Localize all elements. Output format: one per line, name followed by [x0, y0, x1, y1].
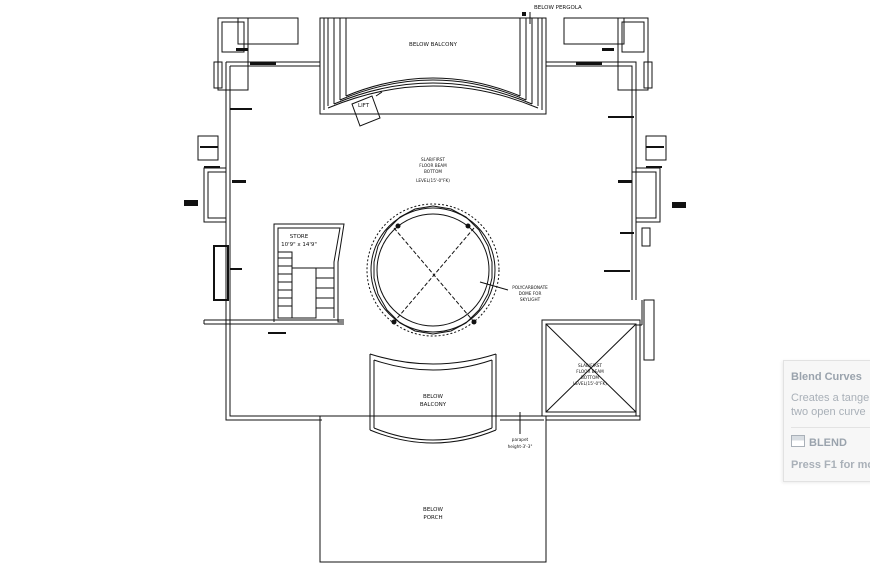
tooltip-help-hint: Press F1 for mo	[791, 459, 870, 471]
label-parapet-1: parapet	[512, 437, 529, 442]
label-porch-1: BELOW	[423, 507, 443, 513]
label-slab-right-4: LEVEL(15'-0"FK)	[573, 381, 607, 386]
label-store: STORE	[290, 234, 309, 240]
store-room	[203, 223, 345, 325]
bottom-balcony	[369, 353, 521, 444]
top-balcony	[319, 12, 547, 115]
right-slab	[541, 319, 641, 417]
label-porch-2: PORCH	[423, 515, 442, 521]
skylight-dome	[366, 203, 509, 337]
label-dome-1: POLYCARBONATE	[512, 285, 548, 290]
label-dome-2: DOME FOR	[519, 291, 542, 296]
label-below-balcony-top: BELOW BALCONY	[409, 42, 458, 48]
tooltip-command: BLEND	[791, 435, 847, 449]
label-parapet-2: height-3'-3"	[508, 444, 533, 449]
label-slab-right-3: BOTTOM	[581, 375, 599, 380]
tooltip-divider	[791, 427, 870, 428]
porch	[319, 415, 547, 563]
label-store-size: 10'9" x 14'9"	[281, 242, 317, 248]
tooltip-command-label: BLEND	[809, 437, 847, 449]
label-below-balcony-bottom-2: BALCONY	[420, 402, 447, 408]
label-dome-3: SKYLIGHT	[520, 297, 541, 302]
lift	[351, 91, 383, 127]
label-slab-center-3: BOTTOM	[424, 169, 442, 174]
tooltip-title: Blend Curves	[791, 371, 862, 383]
tooltip-description: Creates a tange two open curve	[791, 391, 870, 419]
blend-curves-tooltip: Blend Curves Creates a tange two open cu…	[783, 360, 870, 482]
label-below-balcony-bottom-1: BELOW	[423, 394, 443, 400]
label-slab-center-2: FLOOR BEAM	[419, 163, 447, 168]
blend-command-icon	[791, 435, 805, 447]
label-lift: LIFT	[358, 103, 370, 109]
tooltip-desc-line-1: Creates a tange	[791, 392, 870, 404]
label-below-pergola: BELOW PERGOLA	[534, 5, 582, 11]
label-slab-right-2: FLOOR BEAM	[576, 369, 604, 374]
label-slab-right-1: SLAB/FIRST	[578, 363, 602, 368]
annotation-marks	[184, 12, 686, 334]
label-slab-center-4: LEVEL(15'-0"FK)	[416, 178, 450, 183]
tooltip-desc-line-2: two open curve	[791, 406, 866, 418]
upper-corner-boxes	[213, 17, 653, 91]
label-slab-center-1: SLAB/FIRST	[421, 157, 445, 162]
